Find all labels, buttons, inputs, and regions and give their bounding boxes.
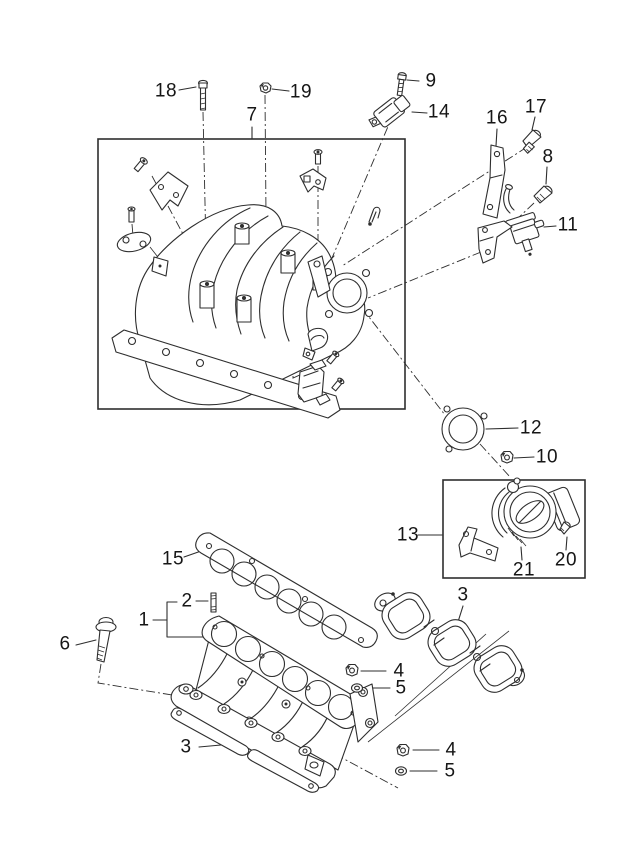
- mid-bracket: [299, 149, 327, 193]
- vacuum-clamp: [302, 327, 340, 365]
- throttle-body-bracket: [458, 526, 499, 562]
- callout-15: 15: [161, 548, 185, 570]
- callout-11: 11: [557, 214, 579, 236]
- callout-8: 8: [542, 146, 554, 168]
- nut-19: [259, 82, 272, 94]
- screw-20: [559, 521, 571, 535]
- solenoid-valve: [297, 359, 345, 406]
- washer-5-lower: [394, 766, 408, 776]
- callout-16: 16: [485, 107, 509, 129]
- hanger-screw: [133, 157, 148, 173]
- callout-19: 19: [289, 81, 313, 103]
- bracket-16: [482, 144, 506, 219]
- callout-18: 18: [154, 80, 178, 102]
- callout-1: 1: [138, 609, 150, 631]
- callout-12: 12: [519, 417, 543, 439]
- callout-17: 17: [524, 96, 548, 118]
- map-sensor-14: [368, 95, 411, 128]
- callout-5-upper: 5: [395, 677, 407, 699]
- purge-valve-11: [503, 184, 545, 256]
- leader-lines: [75, 79, 568, 772]
- callout-7: 7: [246, 104, 258, 126]
- flange-bracket: [307, 255, 331, 298]
- callout-4-upper: 4: [393, 660, 405, 682]
- upper-assembly-box: [97, 138, 406, 410]
- port-gasket-3: [374, 592, 526, 693]
- bolt-8: [533, 185, 553, 204]
- bolt-18: [197, 79, 209, 111]
- bolt-6: [95, 616, 117, 663]
- nut-4-lower: [396, 743, 410, 757]
- throttle-mount-flange: [323, 267, 374, 319]
- callout-4-lower: 4: [445, 739, 457, 761]
- hanger-bracket: [149, 171, 189, 211]
- callout-3-port-gasket: 3: [457, 584, 469, 606]
- manifold-gasket-3: [170, 707, 320, 793]
- callout-3-manifold-gasket: 3: [180, 736, 192, 758]
- stud-2: [210, 592, 217, 613]
- callout-2: 2: [181, 590, 193, 612]
- bolt-17: [522, 129, 542, 154]
- nut-4-upper: [345, 663, 359, 677]
- bolt-9: [396, 72, 407, 97]
- throttle-body-21: [458, 477, 581, 562]
- callout-6: 6: [59, 633, 71, 655]
- hose-clip: [368, 206, 381, 226]
- callout-10: 10: [535, 446, 559, 468]
- callout-14: 14: [427, 101, 451, 123]
- throttle-gasket-12: [441, 405, 488, 453]
- nut-10: [500, 450, 514, 464]
- lower-intake-manifold: [170, 615, 379, 789]
- callout-9: 9: [425, 70, 437, 92]
- callout-13: 13: [396, 524, 420, 546]
- callout-5-lower: 5: [444, 760, 456, 782]
- clamp-plate: [116, 206, 169, 277]
- washer-5-upper: [350, 683, 364, 693]
- bracket-lower-right: [477, 220, 513, 264]
- plenum-gasket-15: [195, 532, 378, 648]
- callout-21: 21: [512, 559, 536, 581]
- callout-20: 20: [554, 549, 578, 571]
